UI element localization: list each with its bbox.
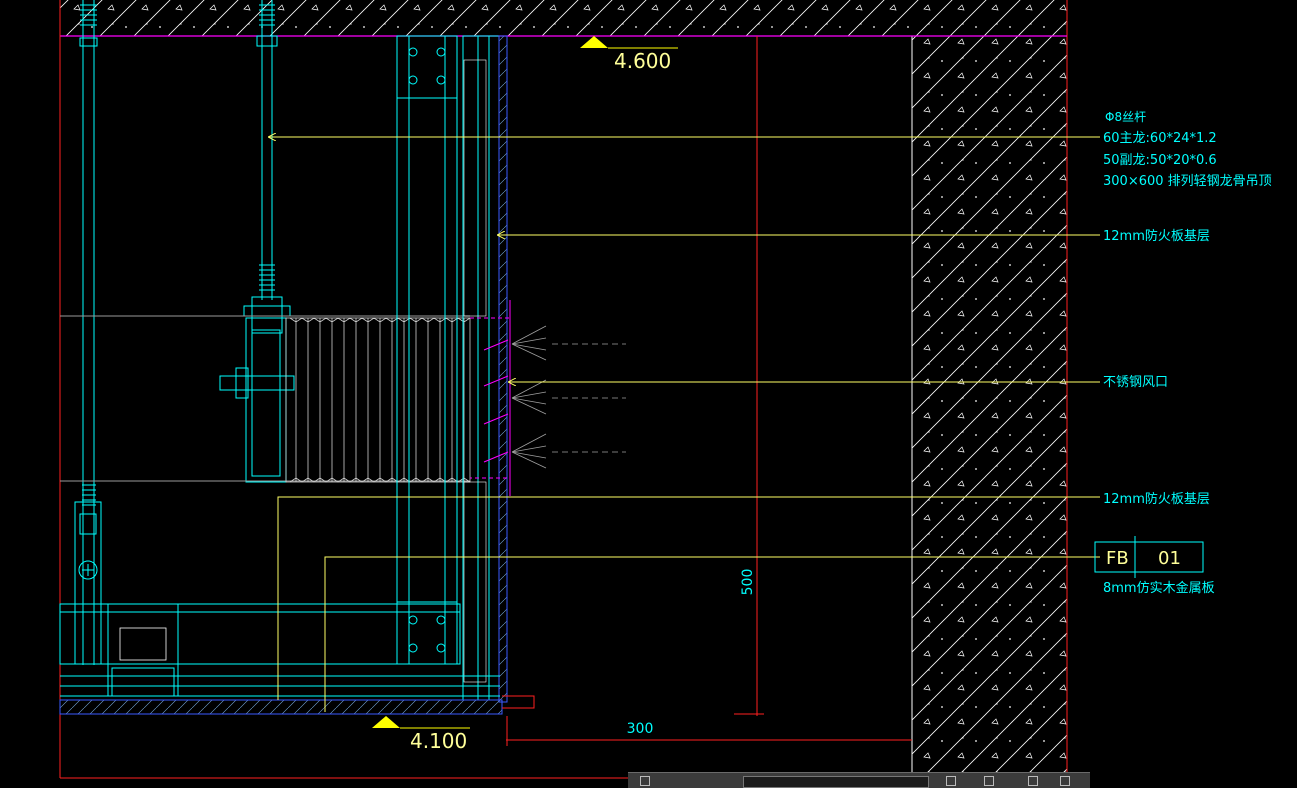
concrete-column [911, 0, 1068, 772]
callout-group-upper: Φ8丝杆 60主龙:60*24*1.2 50副龙:50*20*0.6 300×6… [1103, 110, 1272, 189]
elevation-marker-top: 4.600 [580, 36, 678, 73]
hanger-rod-left [74, 0, 102, 665]
dimension-vertical-label: 500 [740, 569, 756, 596]
air-vent [470, 300, 511, 496]
steel-stud [396, 35, 458, 665]
callout-hanger-rod: Φ8丝杆 [1105, 110, 1146, 124]
dimension-horizontal-label: 300 [627, 721, 654, 737]
callout-ceiling-frame: 300×600 排列轻钢龙骨吊顶 [1103, 174, 1272, 189]
fireboard-strip [498, 35, 508, 703]
material-tag-number: 01 [1158, 548, 1181, 569]
callout-fireboard-upper: 12mm防火板基层 [1103, 228, 1210, 244]
ceiling-runners [59, 603, 500, 697]
toolbar-icon-4[interactable] [1028, 776, 1038, 786]
callout-vent: 不锈钢风口 [1103, 375, 1168, 390]
elevation-marker-bottom: 4.100 [372, 716, 470, 753]
flexible-duct [285, 317, 471, 483]
ceiling-metal-panel [59, 699, 503, 715]
toolbar-icon-1[interactable] [640, 776, 650, 786]
bottom-toolbar[interactable] [628, 772, 1090, 788]
elevation-bottom-label: 4.100 [410, 729, 467, 753]
callout-fireboard-lower: 12mm防火板基层 [1103, 491, 1210, 507]
ceiling-edge-trim [502, 695, 535, 709]
hanger-rod-right [243, 0, 291, 334]
dimension-vertical-line [734, 36, 764, 716]
material-tag: FB 01 [1094, 536, 1204, 578]
callout-material-desc: 8mm仿实木金属板 [1103, 580, 1215, 596]
callout-main-runner: 60主龙:60*24*1.2 [1103, 131, 1217, 146]
wall-lining-layers [462, 35, 500, 701]
runner-bracket [219, 317, 295, 483]
airflow-lines [511, 325, 626, 469]
material-tag-code: FB [1106, 548, 1129, 569]
toolbar-icon-5[interactable] [1060, 776, 1070, 786]
toolbar-icon-3[interactable] [984, 776, 994, 786]
command-input[interactable] [743, 776, 929, 788]
toolbar-icon-2[interactable] [946, 776, 956, 786]
elevation-top-label: 4.600 [614, 49, 671, 73]
dimension-horizontal-line [506, 716, 912, 746]
leader-lines [268, 137, 1100, 712]
concrete-slab [60, 0, 1067, 36]
callout-secondary-runner: 50副龙:50*20*0.6 [1103, 153, 1217, 168]
